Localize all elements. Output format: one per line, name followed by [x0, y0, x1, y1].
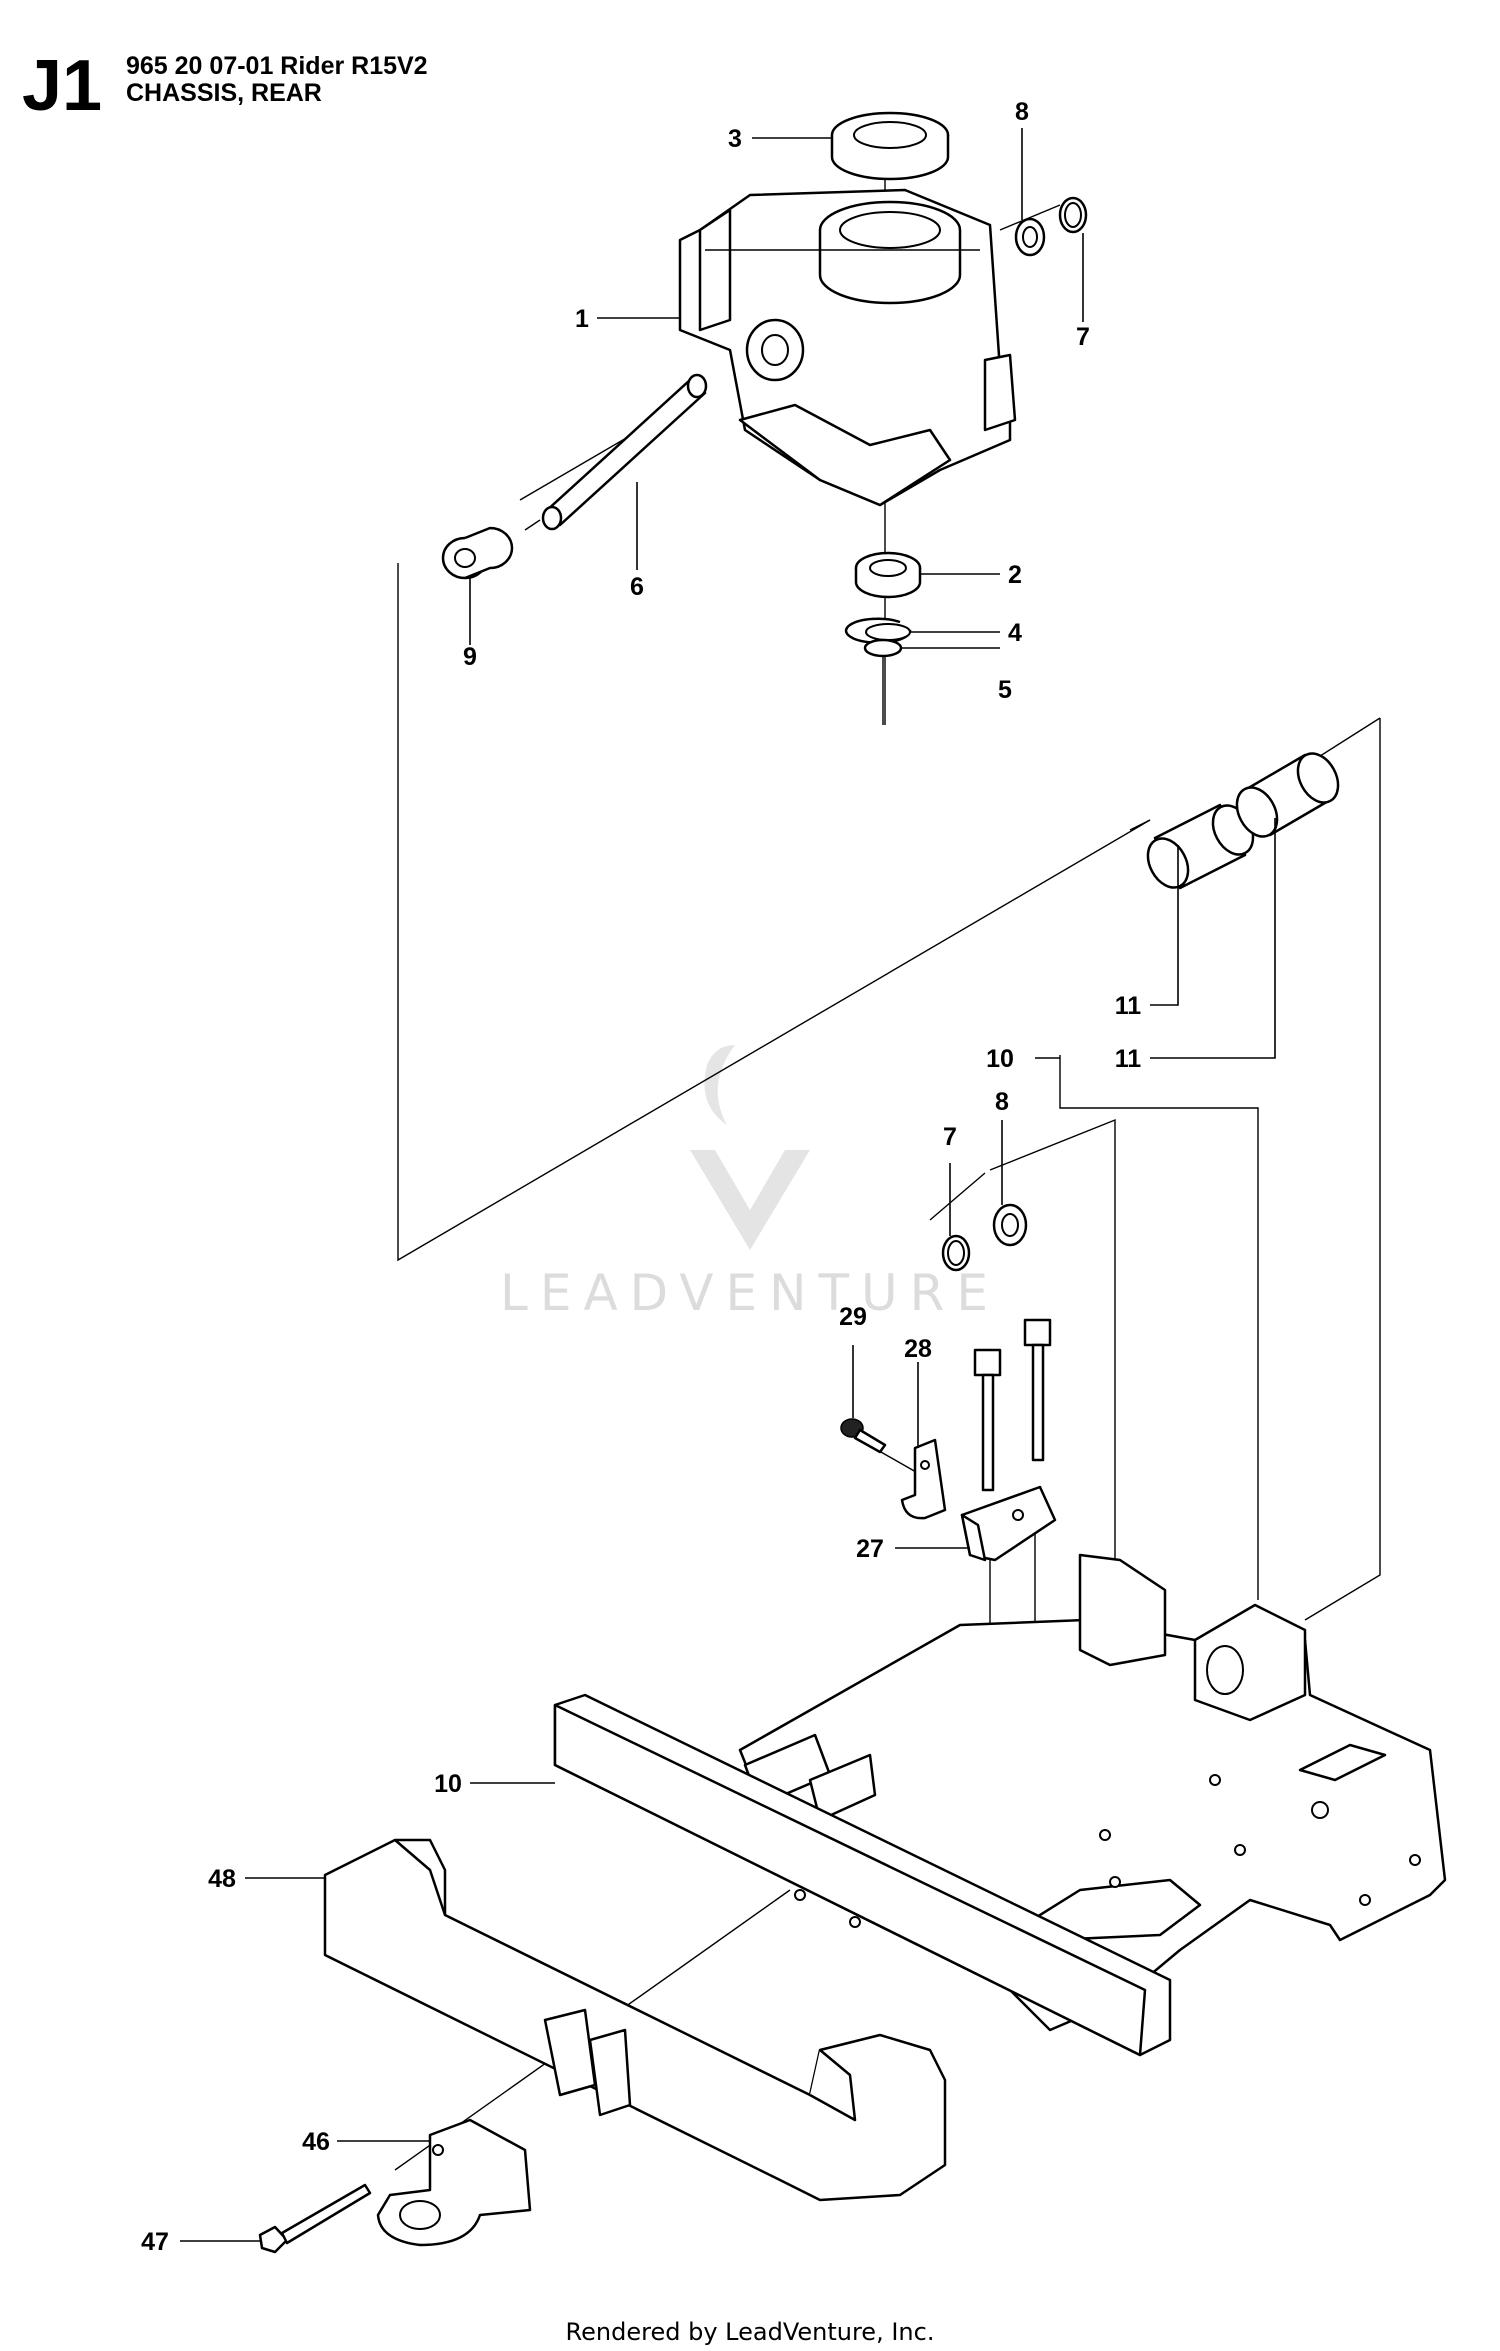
- part-rear-bumper: [553, 1693, 1172, 2057]
- part-bumper-guard: [323, 1838, 947, 2202]
- part-bearing: [854, 551, 922, 599]
- callout-8: 8: [1015, 98, 1029, 126]
- part-circlip-lower: [863, 638, 903, 725]
- callout-29: 29: [839, 1303, 867, 1331]
- part-washer-upper: [1014, 217, 1046, 257]
- part-top-seal: [830, 111, 950, 181]
- footer-credit: Rendered by LeadVenture, Inc.: [565, 2318, 935, 2346]
- callout-6: 6: [630, 573, 644, 601]
- callout-10-a: 10: [986, 1045, 1014, 1073]
- part-gear-housing: [678, 188, 1017, 507]
- watermark-text: LEADVENTURE: [500, 1264, 1000, 1322]
- section-title: CHASSIS, REAR: [126, 79, 322, 107]
- callout-10-b: 10: [434, 1770, 462, 1798]
- callout-48: 48: [208, 1865, 236, 1893]
- callout-9: 9: [463, 643, 477, 671]
- part-circlip-lower-frame: [941, 1234, 971, 1272]
- part-washer-lower-frame: [992, 1203, 1028, 1247]
- part-long-bolt-a: [973, 1348, 1002, 1492]
- callout-27: 27: [856, 1535, 884, 1563]
- part-small-bolt: [840, 1418, 887, 1454]
- part-long-bolt-b: [1023, 1318, 1052, 1462]
- part-bushing: [441, 526, 514, 580]
- callout-11-b: 11: [1115, 1045, 1142, 1073]
- callout-47: 47: [141, 2228, 169, 2256]
- callout-leaders: [180, 128, 1276, 2242]
- callout-28: 28: [904, 1335, 932, 1363]
- callout-11-a: 11: [1115, 992, 1142, 1020]
- part-pivot-shaft: [524, 373, 708, 531]
- callout-7: 7: [1076, 323, 1090, 351]
- watermark-logo: LEADVENTURE: [500, 1045, 1000, 1322]
- callout-8-b: 8: [995, 1088, 1009, 1116]
- part-bracket-clip: [900, 1438, 947, 1520]
- page-code: J1: [22, 46, 103, 126]
- part-spacer-tube-b: [1235, 752, 1340, 838]
- model-title: 965 20 07-01 Rider R15V2: [126, 52, 428, 80]
- callout-2: 2: [1008, 561, 1022, 589]
- callout-5: 5: [998, 676, 1012, 704]
- callout-7-b: 7: [943, 1123, 957, 1151]
- part-circlip-upper: [1058, 196, 1088, 234]
- callout-46: 46: [302, 2128, 330, 2156]
- callout-1: 1: [575, 305, 589, 333]
- callout-3: 3: [728, 125, 742, 153]
- callout-4: 4: [1008, 619, 1022, 647]
- part-hitch-plate: [376, 2118, 532, 2247]
- part-mount-bracket: [960, 1485, 1057, 1562]
- part-snap-ring: [844, 617, 912, 644]
- callout-labels: 3 8 1 7 6 2 4 9 5 11 10 11 8 7 29 28 27 …: [141, 98, 1141, 2256]
- part-hitch-bolt: [258, 2183, 372, 2254]
